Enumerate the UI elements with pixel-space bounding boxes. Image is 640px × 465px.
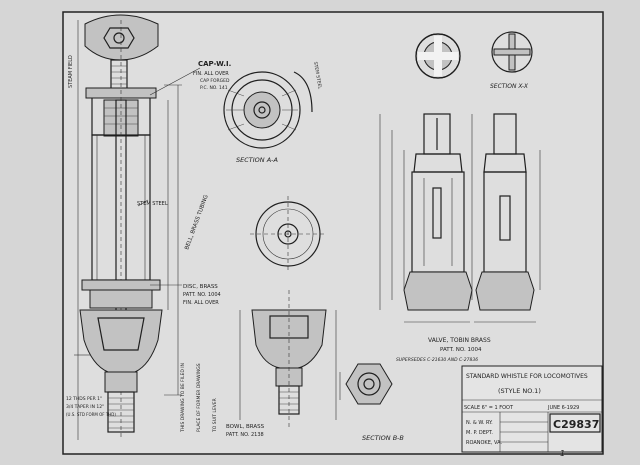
main-assembly: CAP-W.I. FIN. ALL OVER CAP FORGED P.C. N… <box>66 14 231 440</box>
cap-note-fin: FIN. ALL OVER <box>193 71 229 77</box>
dept-text: M. P. DEPT. <box>466 430 493 436</box>
location-text: ROANOKE, VA. <box>466 440 502 446</box>
date-text: JUNE 6-1929 <box>547 405 579 411</box>
style-text: (STYLE NO.1) <box>498 387 541 395</box>
threads-note-1: 12 THDS PER 1" <box>66 396 102 402</box>
top-view <box>250 196 326 272</box>
cap-note-forged: CAP FORGED <box>200 78 230 84</box>
title-text: STANDARD WHISTLE FOR LOCOMOTIVES <box>466 373 588 380</box>
bowl-brass-label: BOWL, BRASS <box>226 424 265 430</box>
corner-mark: 1 <box>560 449 565 458</box>
stem-steel-label: STEM STEEL <box>137 201 168 207</box>
threads-note-2: 3/4 TAPER IN 12" <box>66 404 104 410</box>
disc-brass-label: DISC, BRASS <box>183 284 218 290</box>
railway-text: N. & W. RY. <box>466 420 493 426</box>
drawing-note-2: PLACE OF FORMER DRAWINGS <box>196 363 202 432</box>
title-block: STANDARD WHISTLE FOR LOCOMOTIVES (STYLE … <box>461 365 603 453</box>
adjust-note: TO SUIT LEVER <box>212 398 218 433</box>
drawing-note: THIS DRAWING TO BE FILED IN <box>180 363 186 433</box>
scale-text: SCALE 6" = 1 FOOT <box>464 405 514 411</box>
section-x-x-views: SECTION X-X <box>415 31 533 90</box>
section-bb-label: SECTION B-B <box>362 434 404 442</box>
bowl-pattern-label: PATT. NO. 2138 <box>226 432 264 438</box>
section-xx-label: SECTION X-X <box>490 83 529 90</box>
section-aa-label: SECTION A-A <box>236 156 278 164</box>
stem-steel-label-2: STEM STEEL <box>312 61 323 90</box>
valve-caption-pattern: PATT. NO. 1004 <box>440 347 482 353</box>
bowl-section-view: BOWL, BRASS PATT. NO. 2138 <box>226 290 337 438</box>
valve-caption: VALVE, TOBIN BRASS <box>428 337 491 344</box>
threads-note-3: (U.S. STD FORM OF THD) <box>66 412 116 417</box>
drawing-number: C29837 <box>553 418 599 431</box>
steam-field-label: STEAM FIELD <box>68 55 74 88</box>
section-a-a-view: SECTION A-A STEM STEEL <box>223 61 323 164</box>
supersedes-note: SUPERSEDES C-21630 AND C-27836 <box>396 357 478 363</box>
section-b-b-view: SECTION B-B <box>339 363 404 442</box>
valve-elevations: VALVE, TOBIN BRASS PATT. NO. 1004 SUPERS… <box>379 113 541 363</box>
disc-fin-label: FIN. ALL OVER <box>183 300 219 306</box>
cap-note-pc: P.C. NO. 141 <box>200 85 228 91</box>
cap-label: CAP-W.I. <box>198 60 231 68</box>
disc-pattern-label: PATT. NO. 1004 <box>183 292 221 298</box>
